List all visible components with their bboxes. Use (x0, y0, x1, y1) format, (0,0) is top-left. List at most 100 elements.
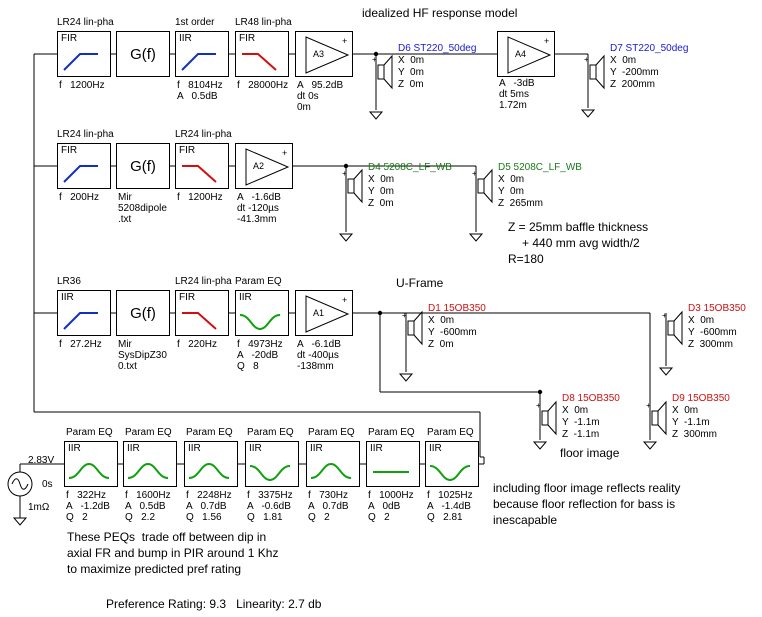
peq-param: A 0.7dB (308, 501, 349, 512)
row-0-block-4[interactable]: +A3 (295, 31, 353, 77)
block-param: Mir (118, 339, 132, 350)
amplifier-icon: + (245, 148, 290, 186)
block-type-label: IIR (429, 443, 442, 454)
speaker-coord: Y -600mm (428, 327, 477, 338)
row-0-block-1[interactable]: G(f) (116, 31, 170, 77)
peq-param: Q 2 (66, 512, 88, 523)
ground-icon (468, 233, 484, 242)
row-1-block-1[interactable]: G(f) (116, 143, 170, 189)
peq-header: Param EQ (125, 427, 172, 438)
speaker-coord: Z 0m (398, 79, 424, 90)
row-2-block-0[interactable]: IIR (57, 290, 111, 336)
block-type-label: IIR (188, 443, 201, 454)
row-0-block-3[interactable]: FIR (235, 31, 289, 77)
peq-block-2[interactable]: IIR (184, 441, 238, 487)
svg-text:+: + (282, 148, 287, 158)
speaker-coord: X 0m (368, 174, 395, 185)
ground-icon (658, 367, 674, 376)
speaker-coord: X 0m (398, 55, 425, 66)
peq-param: Q 1.56 (186, 512, 222, 523)
peq-param: A 0.7dB (186, 501, 227, 512)
block-header: 1st order (175, 17, 215, 28)
speaker-coord: Z 0m (368, 198, 394, 209)
peq-param: A -1.4dB (427, 501, 471, 512)
peq-block-3[interactable]: IIR (245, 441, 299, 487)
peq-param: A -1.2dB (66, 501, 110, 512)
speaker-coord: Y 0m (498, 186, 524, 197)
amplifier-icon: + (305, 295, 350, 333)
peq-note-1: These PEQs trade off between dip in (67, 530, 267, 544)
speaker-6-icon[interactable]: + (536, 400, 557, 436)
row-2-block-2[interactable]: FIR (175, 290, 229, 336)
svg-text:+: + (544, 36, 549, 46)
speaker-4-icon[interactable]: + (402, 310, 423, 346)
speaker-7-icon[interactable]: + (646, 400, 667, 436)
block-param: f 8104Hz (177, 80, 223, 91)
row-2-block-4[interactable]: +A1 (295, 290, 353, 336)
row-2-block-1[interactable]: G(f) (116, 290, 170, 336)
row-0-block-2[interactable]: IIR (175, 31, 229, 77)
speaker-5-icon[interactable]: + (662, 310, 683, 346)
row-1-block-3[interactable]: + A2 (235, 143, 293, 189)
peq-param: f 730Hz (308, 490, 349, 501)
speaker-coord: X 0m (688, 315, 715, 326)
svg-text:+: + (584, 55, 589, 64)
lp-curve-icon (182, 312, 217, 330)
speaker-3-icon[interactable]: + (472, 168, 493, 204)
hp-curve-icon (63, 165, 98, 183)
dip-curve-icon (249, 465, 291, 482)
block-param: f 27.2Hz (59, 339, 102, 350)
ac-source-icon[interactable] (7, 471, 33, 497)
speaker-coord: Y 0m (368, 186, 394, 197)
hp-curve-icon (181, 53, 216, 71)
block-type-label: FIR (239, 33, 256, 44)
speaker-name: D3 15OB350 (688, 303, 746, 314)
amp-a4[interactable]: +A4 (497, 31, 555, 77)
block-param: Q 8 (237, 361, 259, 372)
speaker-name: D6 ST220_50deg (398, 43, 477, 54)
gf-label: G(f) (130, 45, 156, 63)
block-type-label: IIR (127, 443, 140, 454)
speaker-coord: Y -1.1m (672, 417, 710, 428)
svg-text:+: + (536, 401, 541, 410)
peq-block-4[interactable]: IIR (306, 441, 360, 487)
gf-label: G(f) (130, 157, 156, 175)
bump-curve-icon (310, 462, 352, 479)
floor-image-label: floor image (560, 446, 620, 460)
speaker-coord: X 0m (610, 55, 637, 66)
speaker-coord: X 0m (498, 174, 525, 185)
dip-curve-icon (429, 465, 471, 482)
block-param: f 28000Hz (237, 80, 289, 91)
block-param: 5208dipole (118, 203, 167, 214)
speaker-coord: Y 0m (398, 67, 424, 78)
flat-curve-icon (373, 471, 409, 473)
amplifier-label: A2 (253, 161, 265, 171)
svg-text:+: + (472, 169, 477, 178)
uframe-label: U-Frame (396, 276, 444, 290)
reality-note-2: because floor reflection for bass is (493, 497, 676, 511)
a4-param: A -3dB (499, 78, 535, 89)
block-header: LR36 (57, 276, 81, 287)
peq-param: Q 2.2 (125, 512, 156, 523)
block-param: f 220Hz (177, 339, 218, 350)
peq-block-1[interactable]: IIR (123, 441, 177, 487)
speaker-name: D9 15OB350 (672, 393, 730, 404)
peq-block-5[interactable]: IIR (366, 441, 420, 487)
peq-block-6[interactable]: IIR (425, 441, 479, 487)
row-2-block-3[interactable]: IIR (235, 290, 289, 336)
ground-icon (642, 441, 658, 450)
speaker-2-icon[interactable]: + (342, 168, 363, 204)
row-0-block-0[interactable]: FIR (57, 31, 111, 77)
peq-param: Q 2 (368, 512, 390, 523)
speaker-1-icon[interactable]: + (584, 54, 605, 90)
peq-param: A 0dB (368, 501, 401, 512)
row-1-block-0[interactable]: FIR (57, 143, 111, 189)
block-header: LR24 lin-pha (175, 276, 232, 287)
speaker-name: D5 5208C_LF_WB (498, 162, 582, 173)
peq-block-0[interactable]: IIR (64, 441, 118, 487)
reality-note-3: inescapable (493, 513, 558, 527)
block-type-label: IIR (61, 292, 74, 303)
row-1-block-2[interactable]: FIR (175, 143, 229, 189)
speaker-0-icon[interactable]: + (372, 54, 393, 90)
